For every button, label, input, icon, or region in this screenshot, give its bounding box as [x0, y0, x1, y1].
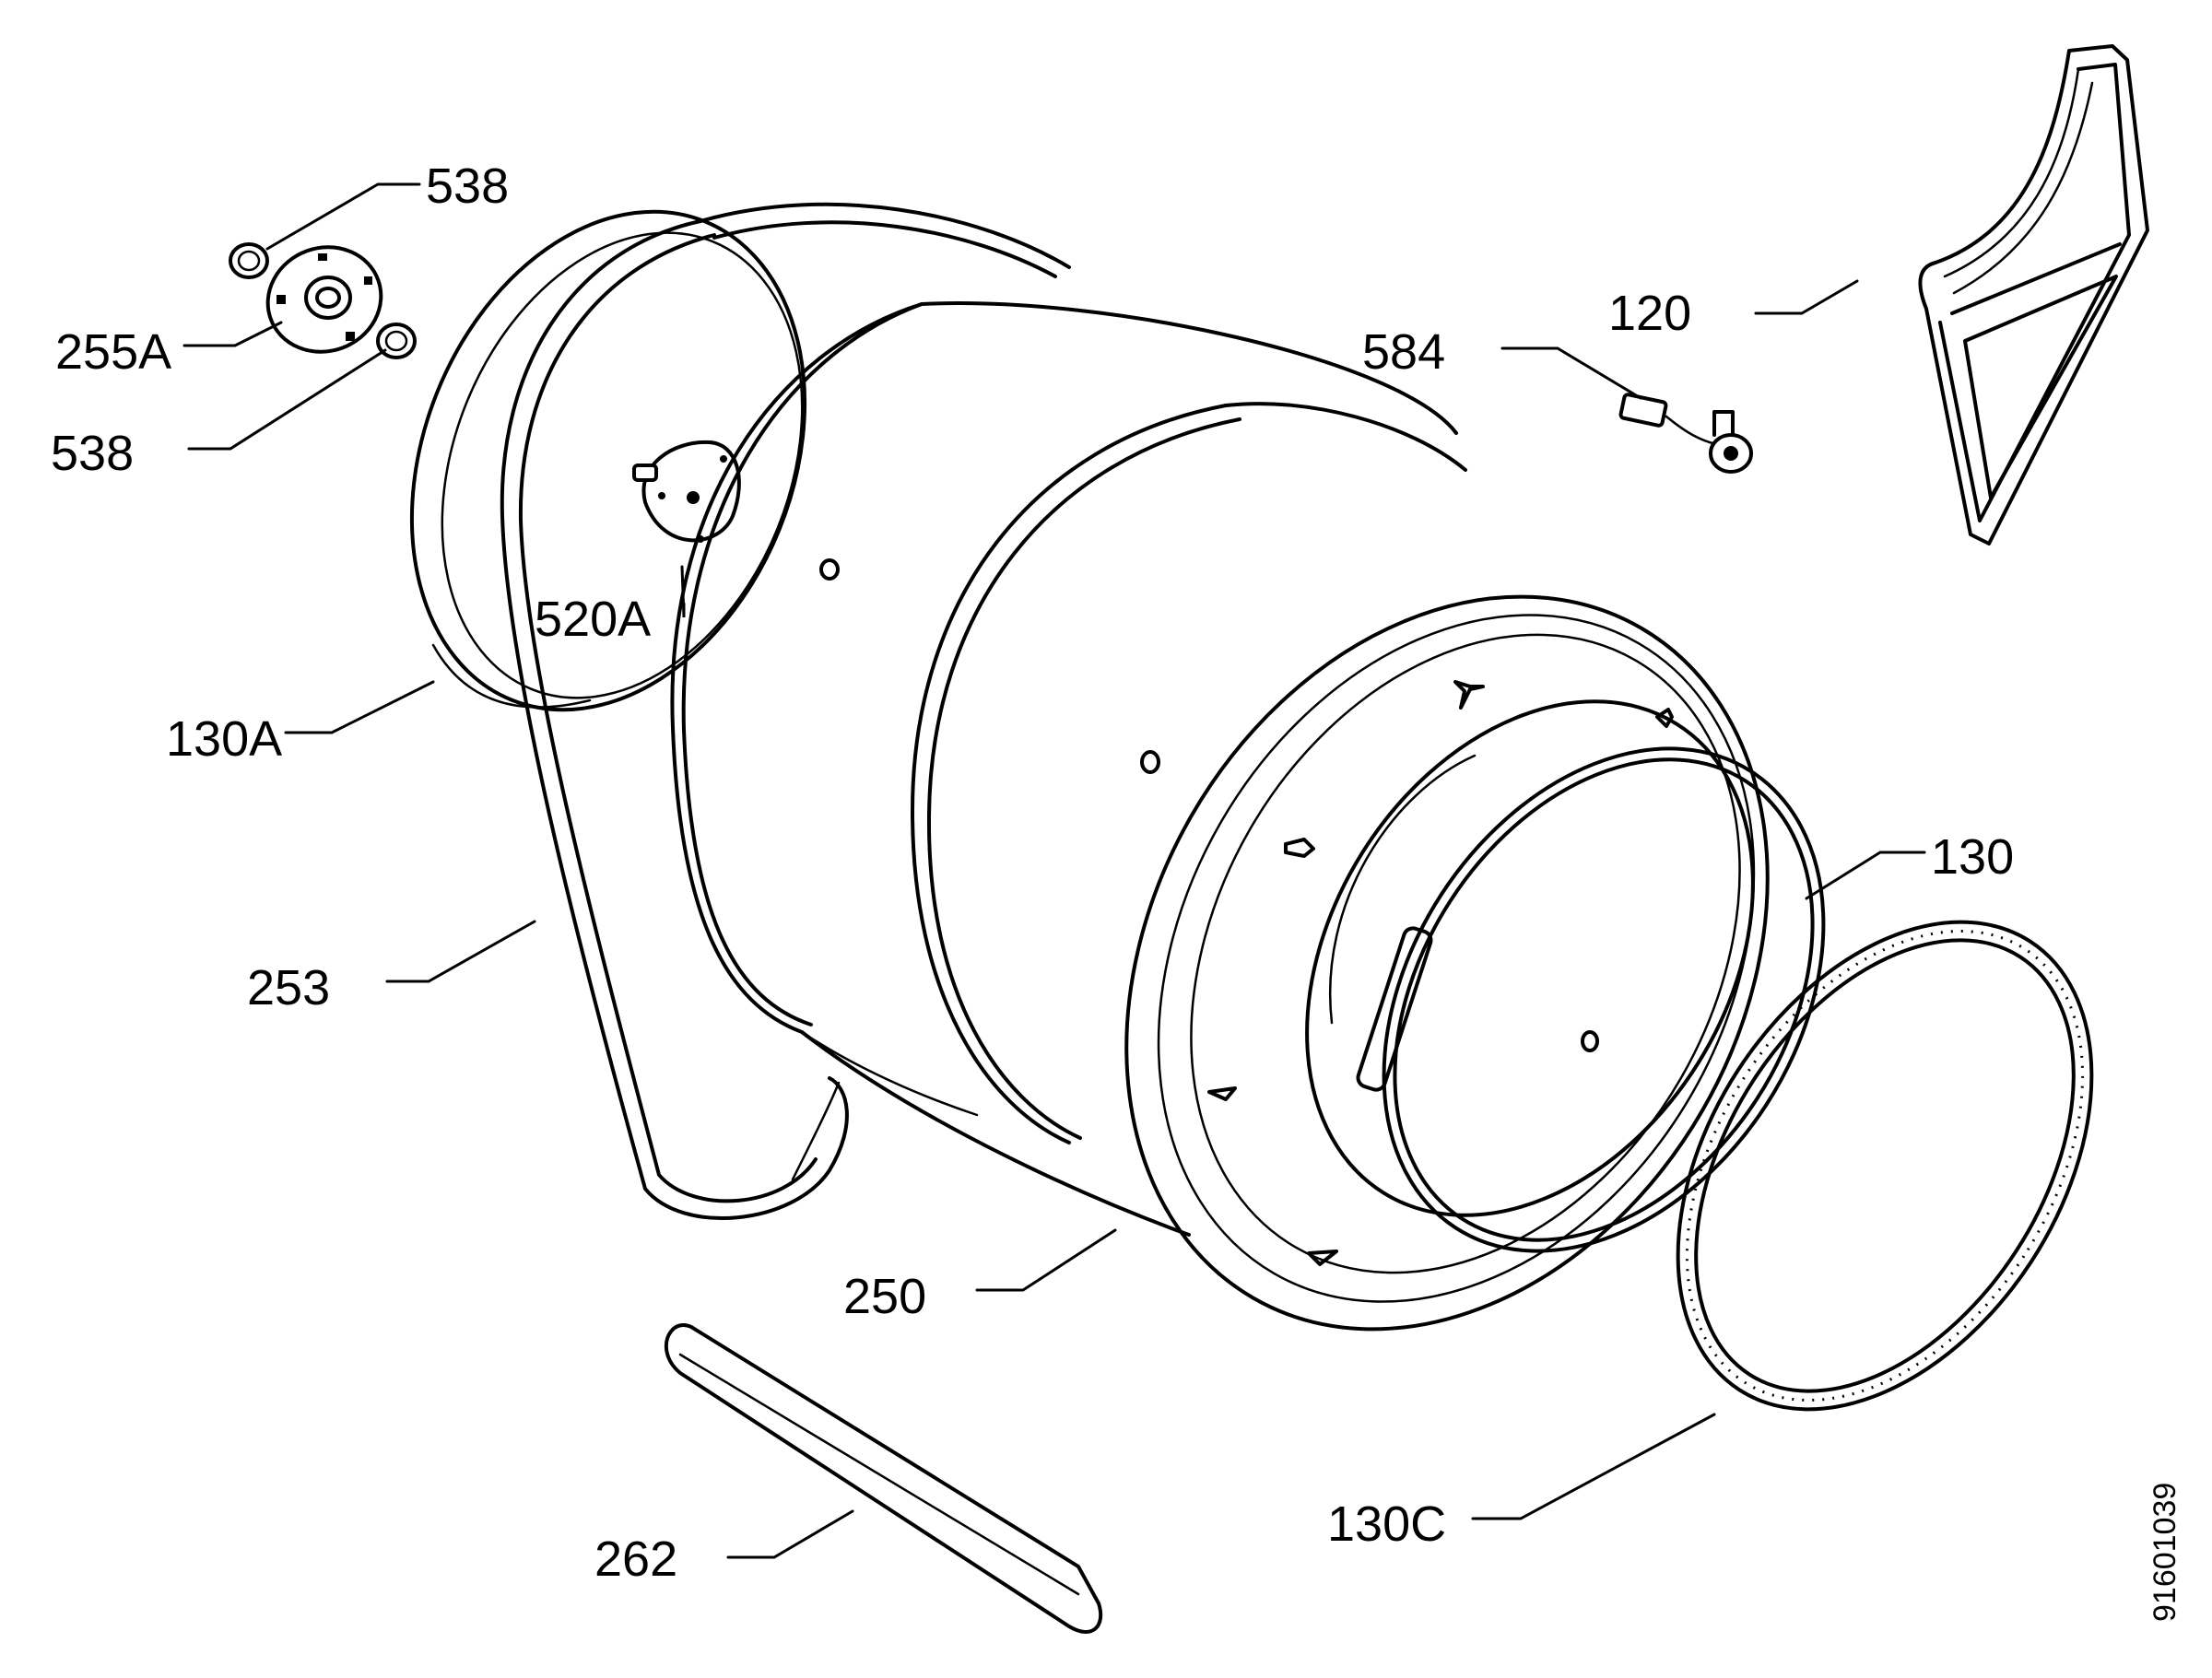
- label-255a: 255A: [55, 324, 171, 380]
- document-id: 91601039: [2147, 1483, 2183, 1622]
- bearing-washer-top: [229, 242, 269, 279]
- rear-bearing-plate: [632, 440, 741, 543]
- label-120: 120: [1608, 286, 1691, 341]
- label-538-bottom: 538: [51, 426, 134, 481]
- drive-belt: [500, 202, 1071, 1220]
- felt-seal-ring: [1676, 920, 2094, 1412]
- support-bar: [664, 1322, 1103, 1634]
- label-130a: 130A: [166, 711, 282, 767]
- leader-lines: [182, 182, 1926, 1559]
- label-250: 250: [843, 1269, 926, 1324]
- bearing-housing: [265, 245, 383, 354]
- label-520a: 520A: [535, 592, 651, 647]
- label-538-top: 538: [426, 158, 509, 214]
- bearing-washer-bottom: [376, 323, 417, 359]
- label-584: 584: [1362, 324, 1445, 380]
- drum-opening: [1305, 699, 1755, 1217]
- drum-body: [670, 301, 1599, 1237]
- front-drum-flange: [1124, 594, 1770, 1332]
- label-130c: 130C: [1327, 1496, 1446, 1552]
- front-seal-ring: [1382, 746, 1826, 1253]
- label-262: 262: [594, 1531, 677, 1587]
- label-130: 130: [1931, 829, 2014, 885]
- thermostat-sensor: [1618, 393, 1753, 474]
- label-253: 253: [247, 960, 330, 1015]
- lint-filter-frame: [1918, 44, 2149, 546]
- rear-drum-cap: [409, 209, 807, 712]
